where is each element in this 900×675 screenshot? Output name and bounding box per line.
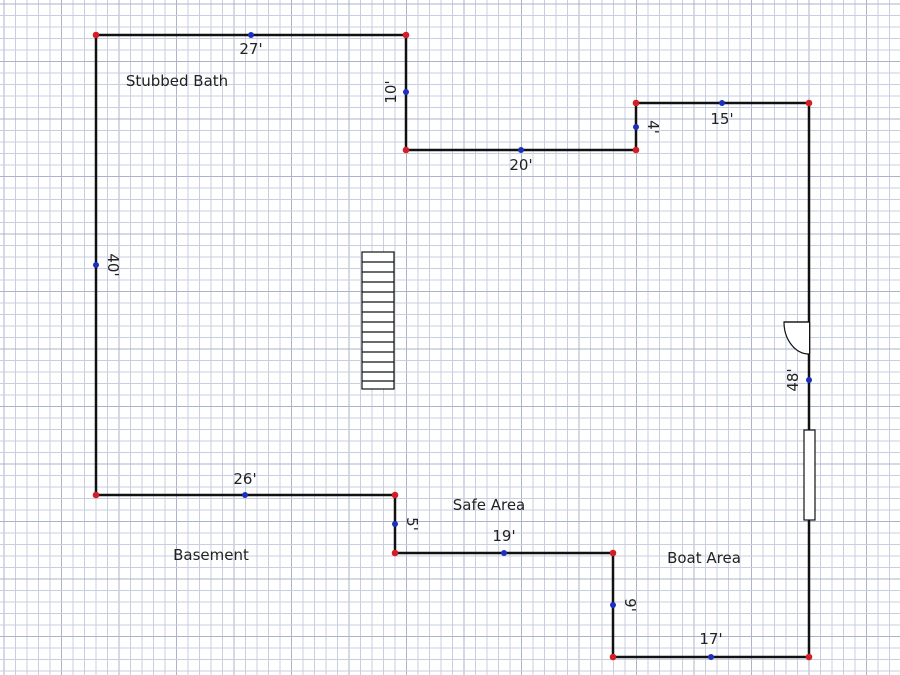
midpoint-handle[interactable]: [806, 377, 812, 383]
corner-point[interactable]: [402, 31, 410, 39]
midpoint-handle[interactable]: [708, 654, 714, 660]
corner-point[interactable]: [92, 491, 100, 499]
midpoint-handle[interactable]: [633, 124, 639, 130]
dimension-label-bottom-right[interactable]: 17': [699, 630, 722, 648]
dimension-label-basement-bottom[interactable]: 26': [233, 470, 256, 488]
corner-points: [92, 31, 813, 661]
window[interactable]: [803, 429, 816, 521]
room-labels: Stubbed Bath Basement Safe Area Boat Are…: [126, 72, 741, 567]
midpoint-handle[interactable]: [518, 147, 524, 153]
corner-point[interactable]: [609, 653, 617, 661]
room-label-stubbed-bath[interactable]: Stubbed Bath: [126, 72, 228, 90]
midpoint-handle[interactable]: [392, 521, 398, 527]
corner-point[interactable]: [391, 549, 399, 557]
dimension-label-left[interactable]: 40': [104, 253, 122, 276]
midpoint-handles: [93, 32, 812, 660]
midpoint-handle[interactable]: [248, 32, 254, 38]
corner-point[interactable]: [391, 491, 399, 499]
corner-point[interactable]: [609, 549, 617, 557]
corner-point[interactable]: [632, 146, 640, 154]
room-label-boat-area[interactable]: Boat Area: [667, 549, 741, 567]
room-label-basement[interactable]: Basement: [173, 546, 249, 564]
dimension-label-boat-step[interactable]: 9': [621, 598, 639, 612]
corner-point[interactable]: [805, 653, 813, 661]
midpoint-handle[interactable]: [93, 262, 99, 268]
dimension-label-bath-step-vertical[interactable]: 10': [382, 80, 400, 103]
room-label-safe-area[interactable]: Safe Area: [453, 496, 526, 514]
corner-point[interactable]: [402, 146, 410, 154]
dimension-label-small-step[interactable]: 4': [644, 120, 662, 134]
dimension-label-safe-step[interactable]: 5': [403, 517, 421, 531]
corner-point[interactable]: [805, 99, 813, 107]
midpoint-handle[interactable]: [610, 602, 616, 608]
stairs[interactable]: [361, 251, 395, 390]
dimension-label-top-right[interactable]: 15': [710, 110, 733, 128]
dimension-labels: 27' 10' 20' 4' 15' 40' 48' 26' 5' 19' 9'…: [104, 40, 802, 648]
dimension-label-middle-top[interactable]: 20': [509, 156, 532, 174]
midpoint-handle[interactable]: [501, 550, 507, 556]
midpoint-handle[interactable]: [242, 492, 248, 498]
door[interactable]: [783, 321, 811, 355]
dimension-label-right[interactable]: 48': [784, 368, 802, 391]
corner-point[interactable]: [632, 99, 640, 107]
midpoint-handle[interactable]: [719, 100, 725, 106]
midpoint-handle[interactable]: [403, 89, 409, 95]
corner-point[interactable]: [92, 31, 100, 39]
dimension-label-safe-bottom[interactable]: 19': [492, 527, 515, 545]
dimension-label-top-left[interactable]: 27': [239, 40, 262, 58]
